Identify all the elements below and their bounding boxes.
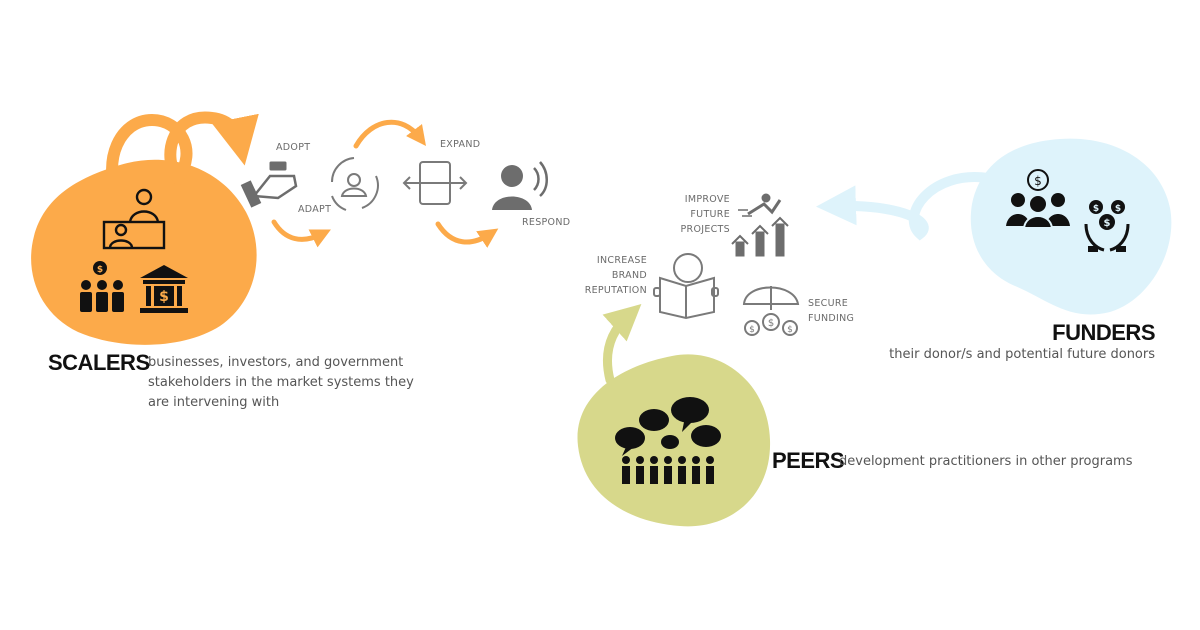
svg-text:$: $ <box>1034 174 1042 188</box>
svg-text:$: $ <box>768 318 774 329</box>
svg-text:$: $ <box>749 325 755 335</box>
respond-label: RESPOND <box>522 217 571 228</box>
money-hands-icon: $ $ $ <box>1084 200 1130 252</box>
svg-text:$: $ <box>97 265 103 275</box>
expand-arrow <box>353 119 427 149</box>
expand-arrows-icon <box>402 161 468 205</box>
scalers-desc-line-2: stakeholders in the market systems they <box>148 375 414 390</box>
svg-text:$: $ <box>1104 218 1111 229</box>
increase-line-2: BRAND <box>611 270 647 281</box>
improve-line-3: PROJECTS <box>680 224 730 235</box>
adapt-arrow <box>271 219 331 248</box>
scalers-blob <box>31 159 257 345</box>
funders-description: their donor/s and potential future donor… <box>889 347 1155 362</box>
improve-projects-label: IMPROVE FUTURE PROJECTS <box>650 192 730 237</box>
investors-group-icon: $ <box>80 261 124 312</box>
scalers-desc-line-3: are intervening with <box>148 395 280 410</box>
business-desk-icon <box>102 188 166 250</box>
svg-text:$: $ <box>1093 204 1099 214</box>
svg-text:$: $ <box>787 325 793 335</box>
adapt-label: ADAPT <box>298 204 332 215</box>
increase-reputation-label: INCREASE BRAND REPUTATION <box>560 253 647 298</box>
scalers-swirl-arrow <box>106 111 259 204</box>
respond-arrow <box>435 221 499 248</box>
funders-arrow <box>816 172 993 241</box>
peers-arrow <box>602 303 642 385</box>
speaking-person-respond-icon <box>492 161 548 210</box>
secure-funding-label: SECURE FUNDING <box>808 296 854 326</box>
scalers-description: businesses, investors, and government st… <box>148 353 418 413</box>
umbrella-money-icon: $ $ $ <box>742 286 800 336</box>
donors-group-icon: $ <box>1006 169 1070 229</box>
svg-text:$: $ <box>159 289 169 305</box>
growth-chart-icon <box>731 193 789 257</box>
secure-line-1: SECURE <box>808 298 849 309</box>
improve-line-1: IMPROVE <box>684 194 730 205</box>
scalers-desc-line-1: businesses, investors, and government <box>148 355 404 370</box>
increase-line-1: INCREASE <box>596 255 647 266</box>
reading-book-icon <box>653 253 719 320</box>
handshake-adopt-icon <box>240 161 298 208</box>
improve-line-2: FUTURE <box>690 209 730 220</box>
cycle-person-adapt-icon <box>330 157 379 211</box>
peers-description: development practitioners in other progr… <box>839 454 1133 469</box>
scalers-title: SCALERS <box>48 350 150 375</box>
practitioners-conversation-icon <box>615 397 721 484</box>
government-bank-icon: $ <box>140 265 188 313</box>
peers-title: PEERS <box>772 448 845 473</box>
increase-line-3: REPUTATION <box>584 285 647 296</box>
expand-label: EXPAND <box>440 139 481 150</box>
funders-blob <box>970 138 1172 315</box>
adopt-label: ADOPT <box>276 142 311 153</box>
secure-line-2: FUNDING <box>808 313 855 324</box>
svg-text:$: $ <box>1115 204 1121 214</box>
funders-title: FUNDERS <box>1052 320 1155 345</box>
